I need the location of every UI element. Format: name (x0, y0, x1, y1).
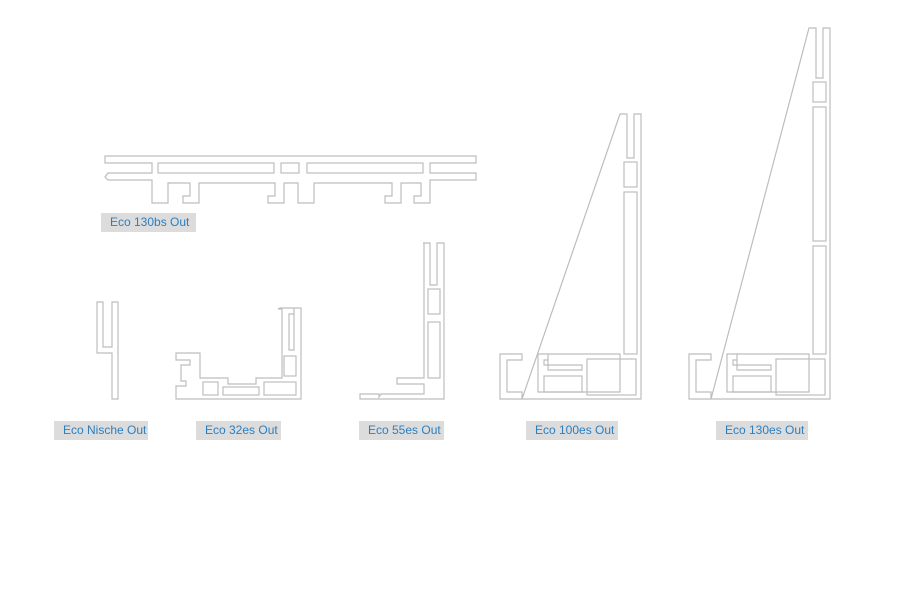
profile-eco-nische-out[interactable] (96, 301, 119, 400)
label-eco-130bs-out[interactable]: Eco 130bs Out (101, 213, 196, 232)
label-eco-55es-out[interactable]: Eco 55es Out (359, 421, 444, 440)
profile-eco-130bs-out[interactable] (104, 155, 477, 204)
profile-eco-100es-out[interactable] (499, 113, 642, 400)
label-eco-130es-out[interactable]: Eco 130es Out (716, 421, 808, 440)
profile-eco-130es-out[interactable] (688, 27, 831, 400)
profile-eco-32es-out[interactable] (175, 307, 302, 400)
label-eco-100es-out[interactable]: Eco 100es Out (526, 421, 618, 440)
label-eco-32es-out[interactable]: Eco 32es Out (196, 421, 281, 440)
label-eco-nische-out[interactable]: Eco Nische Out (54, 421, 148, 440)
profile-eco-55es-out[interactable] (359, 242, 445, 400)
